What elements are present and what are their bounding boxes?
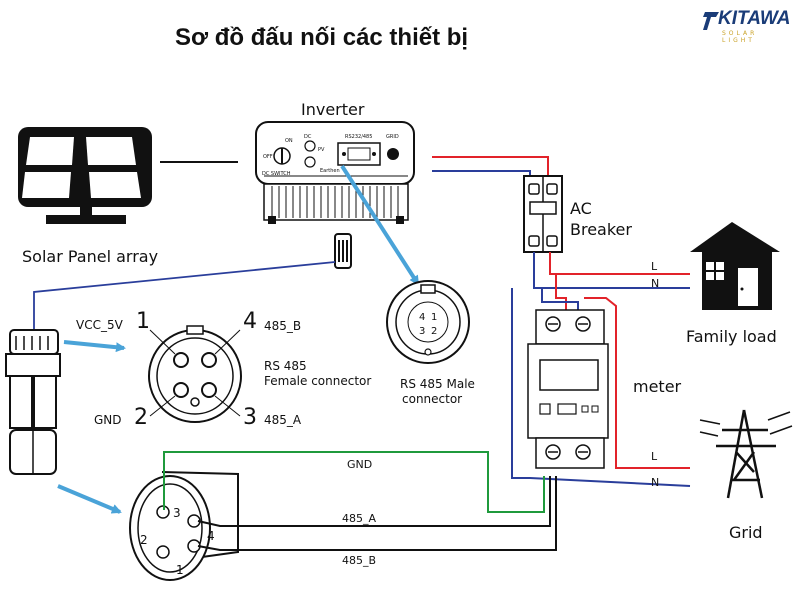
load-line-l xyxy=(549,252,690,275)
solar-panel-icon xyxy=(18,127,152,224)
breaker-label-1: AC xyxy=(570,199,592,218)
rs485-cable xyxy=(33,261,336,330)
grid-n-label: N xyxy=(651,476,659,489)
female-pin3-label: 3 xyxy=(243,405,257,430)
power-tower-icon xyxy=(699,409,793,499)
plug-pin3-label: 3 xyxy=(173,506,181,520)
inverter-switch-label: DC SWITCH xyxy=(262,171,291,177)
male-pin2-label: 2 xyxy=(431,326,437,337)
inverter-port-top-label: RS232/485 xyxy=(345,134,372,140)
grid-line-n xyxy=(511,288,691,487)
house-icon xyxy=(690,222,780,310)
load-n-label: N xyxy=(651,277,659,290)
plug-pin1-label: 1 xyxy=(176,563,184,577)
load-l-label: L xyxy=(651,260,658,273)
breaker-label-2: Breaker xyxy=(570,220,632,239)
rs485-male-connector-icon xyxy=(386,280,470,364)
gnd-label: GND xyxy=(94,413,122,427)
logo-tagline: SOLAR LIGHT xyxy=(722,30,758,44)
female-pin4-label: 4 xyxy=(243,309,257,334)
rs485-plug-small-icon xyxy=(334,233,352,269)
grid-label: Grid xyxy=(729,523,763,542)
female-pin1-label: 1 xyxy=(136,309,150,334)
inverter-label: Inverter xyxy=(301,100,365,119)
ac-breaker-icon xyxy=(523,175,563,253)
arrow-plug-to-end xyxy=(57,484,122,514)
wire-gnd-label: GND xyxy=(347,458,372,471)
solar-panel-label: Solar Panel array xyxy=(22,247,158,266)
wire-a-label: 485_A xyxy=(342,512,376,525)
wire-485-b xyxy=(197,476,557,551)
family-load-label: Family load xyxy=(686,327,777,346)
ac-line-n xyxy=(432,170,531,176)
grid-l-label: L xyxy=(651,450,658,463)
energy-meter-icon xyxy=(527,309,609,469)
kitawa-logo: KITAWA SOLAR LIGHT xyxy=(700,8,792,44)
wire-gnd xyxy=(163,451,545,513)
male-pin3-label: 3 xyxy=(419,326,425,337)
rs485-female-connector-icon xyxy=(148,325,242,423)
logo-name: KITAWA xyxy=(718,8,791,29)
male-pin4-label: 4 xyxy=(419,312,425,323)
rs485-plug-end-icon xyxy=(129,471,239,581)
female-caption-2: Female connector xyxy=(264,374,371,388)
wire-b-label: 485_B xyxy=(342,554,376,567)
page-title: Sơ đồ đấu nối các thiết bị xyxy=(175,24,469,51)
ac-line-l xyxy=(432,156,549,176)
inverter-pv-label: PV xyxy=(318,147,325,153)
plug-pin4-label: 4 xyxy=(207,529,215,543)
grid-line-l xyxy=(584,297,690,469)
male-caption-1: RS 485 Male xyxy=(400,377,475,391)
inverter-device xyxy=(255,121,415,224)
inverter-grid-label: GRID xyxy=(386,134,399,140)
male-caption-2: connector xyxy=(402,392,462,406)
inverter-off-label: OFF xyxy=(263,154,273,160)
meter-label: meter xyxy=(633,377,682,396)
inverter-dc-label: DC xyxy=(304,134,312,140)
plug-pin2-label: 2 xyxy=(140,533,148,547)
vcc-label: VCC_5V xyxy=(76,318,124,332)
arrow-inverter-to-male xyxy=(340,164,420,286)
a-label: 485_A xyxy=(264,413,302,427)
female-pin2-label: 2 xyxy=(134,405,148,430)
kitawa-logo-icon xyxy=(703,12,719,30)
load-line-n xyxy=(533,252,690,289)
arrow-plug-to-female xyxy=(63,340,126,353)
wire-485-a xyxy=(197,476,551,527)
rs485-cable-plug-icon xyxy=(5,329,61,475)
inverter-on-label: ON xyxy=(285,138,293,144)
b-label: 485_B xyxy=(264,319,301,333)
inverter-earth-label: Earthen xyxy=(320,168,340,174)
male-pin1-label: 1 xyxy=(431,312,437,323)
female-caption-1: RS 485 xyxy=(264,359,307,373)
